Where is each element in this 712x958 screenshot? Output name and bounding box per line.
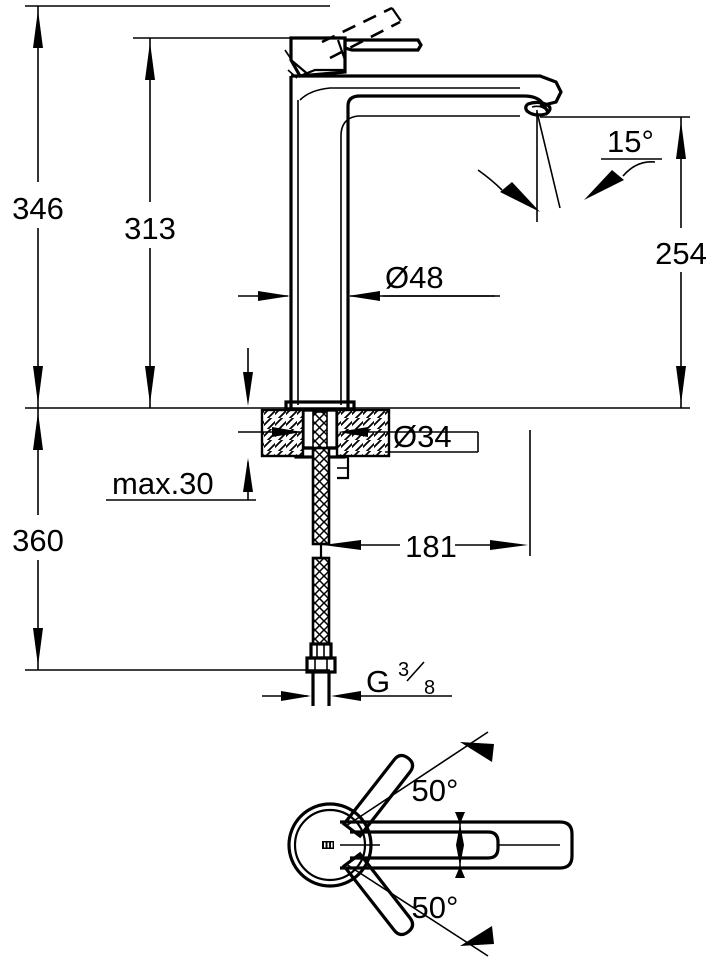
faucet-column [289, 76, 350, 408]
dimension-d34: Ø34 [238, 419, 479, 454]
dimension-label-313: 313 [124, 211, 176, 246]
dimension-label-254: 254 [655, 236, 707, 271]
thread-letter-g: G [366, 664, 390, 699]
dimension-label-181: 181 [405, 529, 457, 564]
faucet-front-elevation [260, 6, 563, 706]
brand-mark-icon [322, 841, 334, 849]
plan-view: 50° 50° [287, 731, 574, 957]
dimension-label-50deg-upper: 50° [412, 773, 459, 808]
dimension-181: 181 [320, 430, 531, 564]
dimension-label-360: 360 [12, 523, 64, 558]
dimension-label-15deg: 15° [607, 124, 654, 159]
dimension-label-max30: max.30 [112, 466, 214, 501]
flexible-hose [305, 446, 337, 706]
dimension-label-d48: Ø48 [385, 260, 444, 295]
dimension-angle-15: 15° [477, 110, 662, 222]
plan-lever-upper [341, 753, 415, 839]
dimension-label-d34: Ø34 [393, 419, 452, 454]
faucet-spout [291, 74, 563, 137]
dimension-313: 313 [124, 38, 176, 408]
dimension-label-50deg-lower: 50° [412, 890, 459, 925]
dimension-360: 360 [12, 408, 64, 670]
thread-denominator: 8 [424, 677, 435, 699]
plan-spout [340, 820, 574, 870]
dimension-346: 346 [12, 6, 64, 408]
lever-handle [284, 36, 423, 79]
plan-angle-lower-50: 50° [345, 863, 494, 957]
dimension-254: 254 [655, 117, 707, 408]
dimension-d48: Ø48 [238, 260, 500, 301]
dimension-max30: max.30 [106, 348, 256, 501]
plan-angle-upper-50: 50° [345, 731, 494, 827]
dimension-label-346: 346 [12, 191, 64, 226]
plan-center-double-arrow [455, 812, 465, 878]
extension-lines [25, 5, 690, 671]
plan-lever-lower [341, 851, 415, 937]
thread-numerator: 3 [398, 659, 409, 681]
dimension-thread-g38: G 3 8 [262, 659, 452, 701]
